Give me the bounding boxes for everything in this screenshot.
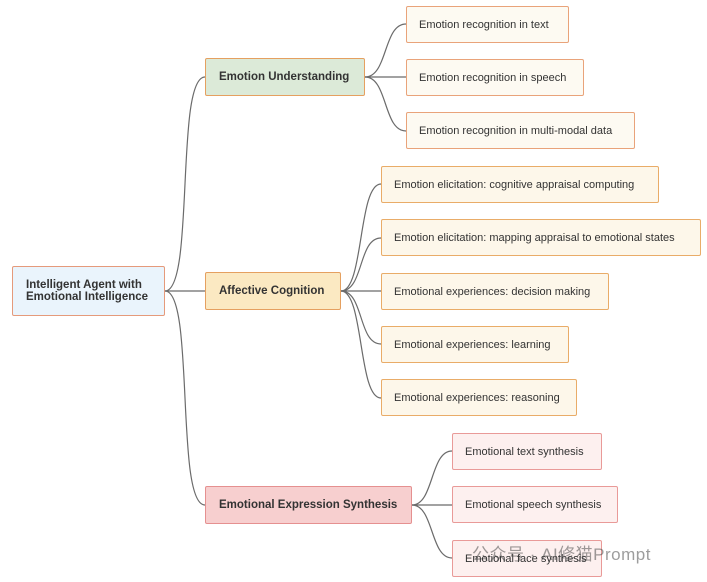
branch-emotion-understanding: Emotion Understanding	[205, 58, 365, 96]
connector-understanding-3	[364, 76, 407, 132]
leaf-elicitation-appraisal-computing: Emotion elicitation: cognitive appraisal…	[381, 166, 659, 203]
connector-understanding-1	[364, 23, 407, 78]
root-label-line2: Emotional Intelligence	[26, 291, 149, 303]
leaf-experiences-reasoning: Emotional experiences: reasoning	[381, 379, 577, 416]
leaf-emotion-recognition-multimodal: Emotion recognition in multi-modal data	[406, 112, 635, 149]
connector-cognition-4	[340, 290, 382, 345]
leaf-emotion-recognition-text: Emotion recognition in text	[406, 6, 569, 43]
leaf-emotion-recognition-speech: Emotion recognition in speech	[406, 59, 584, 96]
connector-cognition-5	[340, 290, 382, 399]
connector-root-understanding	[164, 76, 206, 292]
leaf-face-synthesis: Emotional face synthesis	[452, 540, 602, 577]
connector-expression-3	[411, 504, 453, 559]
leaf-experiences-decision-making: Emotional experiences: decision making	[381, 273, 609, 310]
leaf-elicitation-mapping-appraisal: Emotion elicitation: mapping appraisal t…	[381, 219, 701, 256]
leaf-experiences-learning: Emotional experiences: learning	[381, 326, 569, 363]
root-label-line1: Intelligent Agent with	[26, 279, 142, 291]
connector-expression-1	[411, 450, 453, 506]
connector-cognition-1	[340, 183, 382, 292]
leaf-speech-synthesis: Emotional speech synthesis	[452, 486, 618, 523]
branch-emotional-expression-synthesis: Emotional Expression Synthesis	[205, 486, 412, 524]
root-node: Intelligent Agent with Emotional Intelli…	[12, 266, 165, 316]
branch-affective-cognition: Affective Cognition	[205, 272, 341, 310]
connector-cognition-2	[340, 237, 382, 292]
leaf-text-synthesis: Emotional text synthesis	[452, 433, 602, 470]
connector-root-expression	[164, 290, 206, 506]
